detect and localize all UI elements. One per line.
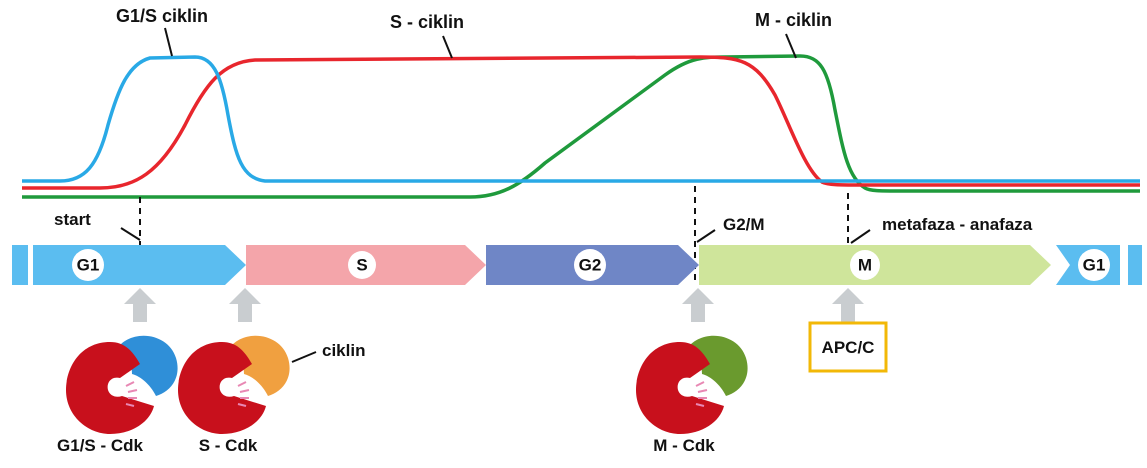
m-cyclin-leader xyxy=(785,33,797,59)
s-cdk-label: S - Cdk xyxy=(199,436,258,455)
phase-g1-label: G1 xyxy=(77,256,100,275)
s-cyclin-curve xyxy=(22,55,1140,190)
s-cdk-up-arrow xyxy=(229,288,261,322)
apc-box: APC/C xyxy=(808,321,888,373)
phase-g1-arrow xyxy=(33,245,246,285)
m-cyclin-label: M - ciklin xyxy=(755,10,832,30)
m-cdk-active-site xyxy=(695,381,708,407)
s-cdk-active-site xyxy=(237,381,250,407)
apc-label: APC/C xyxy=(822,338,875,357)
m-cdk-label: M - Cdk xyxy=(653,436,715,455)
cyclin-callout-label: ciklin xyxy=(322,341,365,360)
g1s-cyclin-icon xyxy=(116,335,178,396)
s-cyclin-label: S - ciklin xyxy=(390,12,464,32)
m-cdk-up-arrow xyxy=(682,288,714,322)
s-cyclin-leader xyxy=(442,35,453,59)
g1s-cdk-label: G1/S - Cdk xyxy=(57,436,144,455)
g1-stub-left xyxy=(12,245,28,285)
g1s-cyclin-label: G1/S ciklin xyxy=(116,6,208,26)
phase-m-label: M xyxy=(858,256,872,275)
start-label: start xyxy=(54,210,91,229)
activation-arrows xyxy=(124,288,864,322)
s-cdk-complex xyxy=(178,335,290,434)
meta-ana-label: metafaza - anafaza xyxy=(882,215,1033,234)
start-leader xyxy=(120,227,141,241)
phase-g1-badge xyxy=(72,249,104,281)
phase-g2-badge xyxy=(574,249,606,281)
phase-s-badge xyxy=(348,251,376,279)
checkpoint-markers: start G2/M metafaza - anafaza xyxy=(54,186,1033,285)
g1s-cyclin-leader xyxy=(164,27,173,57)
g1-stub-right xyxy=(1128,245,1142,285)
meta-ana-leader xyxy=(850,229,871,244)
cyclin-curves xyxy=(22,54,1140,199)
m-cyclin-icon xyxy=(686,335,748,396)
cyclin-callout-leader xyxy=(291,351,317,363)
g1s-cdk-complex xyxy=(66,335,178,434)
phase-g2-label: G2 xyxy=(579,256,602,275)
g2m-label: G2/M xyxy=(723,215,765,234)
phase-g1-next-label: G1 xyxy=(1083,256,1106,275)
m-cdk-icon xyxy=(636,342,724,434)
m-cdk-complex xyxy=(636,335,748,434)
g1s-cdk-active-site xyxy=(125,381,138,407)
phase-s-label: S xyxy=(356,256,367,275)
curve-labels: G1/S ciklin S - ciklin M - ciklin xyxy=(116,6,832,59)
g1s-cyclin-curve xyxy=(22,55,1140,183)
apc-box-border xyxy=(808,321,888,373)
phase-m-badge xyxy=(850,250,880,280)
g1s-cdk-icon xyxy=(66,342,154,434)
g1s-cdk-up-arrow xyxy=(124,288,156,322)
phase-bar: G1 S G2 M G1 xyxy=(12,245,1142,285)
s-cdk-icon xyxy=(178,342,266,434)
g2m-leader xyxy=(696,229,716,243)
phase-g1-next-badge xyxy=(1078,249,1110,281)
apc-up-arrow xyxy=(832,288,864,322)
m-cyclin-curve xyxy=(22,54,1140,199)
s-cyclin-icon xyxy=(228,335,290,396)
